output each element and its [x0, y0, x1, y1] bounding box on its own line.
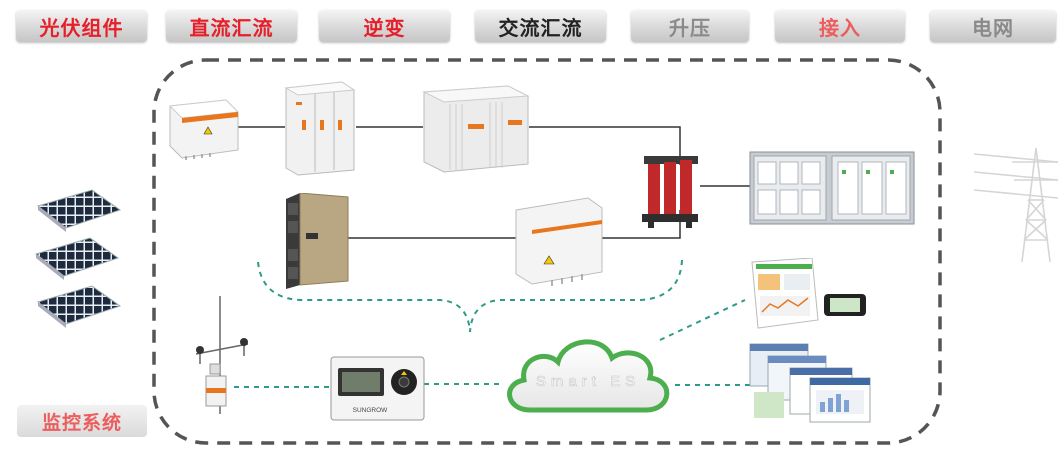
- pv-panel-icon: [34, 189, 122, 328]
- tab-label: 光伏组件: [39, 15, 124, 40]
- pv-panel-1: [36, 189, 122, 232]
- tab-inverter[interactable]: 逆变: [319, 10, 450, 42]
- cloud-platform-icon: Smart ES: [507, 339, 670, 413]
- switchgear-cabinet-icon: [749, 151, 915, 225]
- tab-label: 接入: [819, 15, 861, 40]
- tab-grid[interactable]: 电网: [930, 10, 1056, 42]
- tab-monitoring-system[interactable]: 监控系统: [17, 405, 147, 437]
- inverter-station-icon: [422, 85, 530, 173]
- monitoring-web-screen-icon: [751, 258, 866, 329]
- pv-panel-2: [34, 237, 120, 280]
- string-inverter-icon: [286, 193, 349, 289]
- tab-label: 监控系统: [41, 411, 122, 434]
- tab-pv-modules[interactable]: 光伏组件: [16, 10, 147, 42]
- transformer-icon: [642, 156, 698, 228]
- tab-ac-combiner[interactable]: 交流汇流: [475, 10, 606, 42]
- tab-grid-connection[interactable]: 接入: [775, 10, 905, 42]
- data-logger-icon: SUNGROW: [330, 356, 425, 421]
- tab-dc-combiner[interactable]: 直流汇流: [166, 10, 297, 42]
- cloud-label: Smart ES: [536, 373, 640, 390]
- comm-links: [234, 259, 750, 388]
- ac-combiner-box-icon: [515, 197, 603, 286]
- central-inverter-icon: [284, 81, 356, 176]
- power-tower-icon: [973, 147, 1058, 263]
- tab-label: 升压: [669, 15, 711, 40]
- tab-label: 交流汇流: [498, 15, 583, 40]
- tab-label: 直流汇流: [189, 15, 274, 40]
- tab-label: 逆变: [363, 15, 406, 40]
- monitoring-software-screens-icon: [749, 343, 871, 423]
- tab-label: 电网: [972, 15, 1014, 40]
- logger-brand-text: SUNGROW: [353, 407, 389, 414]
- weather-station-icon: [195, 296, 249, 414]
- pv-panel-3: [36, 285, 122, 328]
- system-boundary: [152, 58, 942, 445]
- dc-combiner-box-icon: [168, 99, 240, 160]
- tab-step-up[interactable]: 升压: [631, 10, 749, 42]
